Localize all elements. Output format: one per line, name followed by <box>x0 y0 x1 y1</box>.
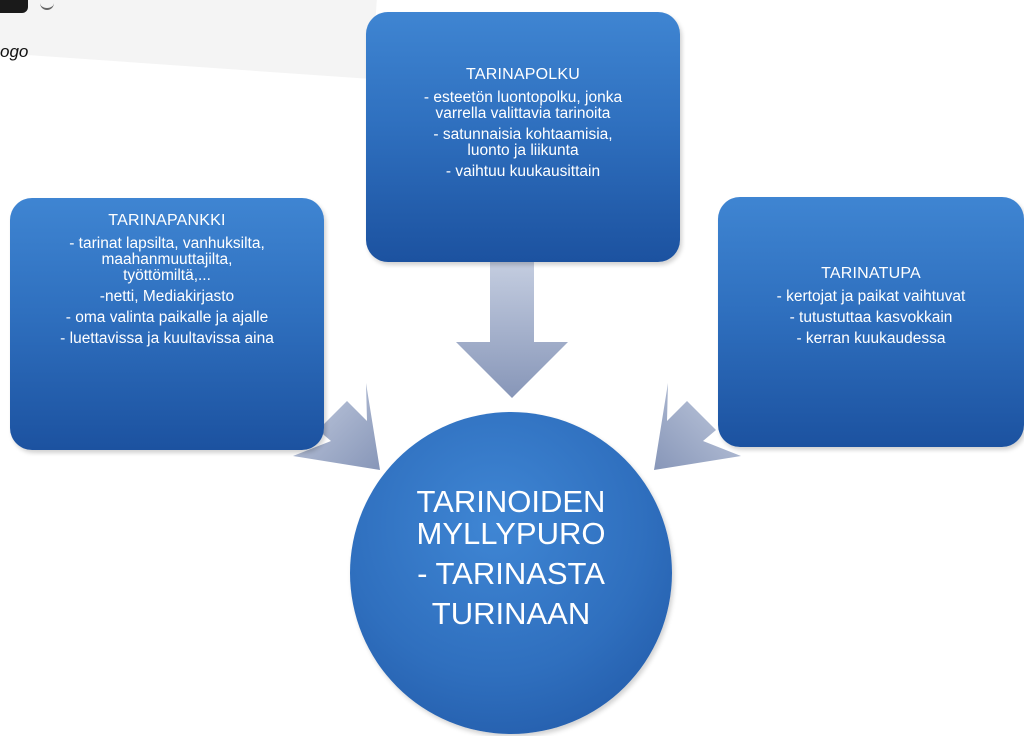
box-tarinapankki-line: työttömiltä,... <box>123 267 211 284</box>
box-tarinapankki-title: TARINAPANKKI <box>108 212 226 229</box>
center-circle-text: TARINOIDEN MYLLYPURO - TARINASTA TURINAA… <box>350 486 672 630</box>
arrow-right-to-center <box>654 383 741 470</box>
center-line: - TARINASTA <box>417 556 605 591</box>
center-line: MYLLYPURO <box>416 516 606 551</box>
box-tarinapankki-line: maahanmuuttajilta, <box>101 251 233 268</box>
center-line: TARINOIDEN <box>416 484 606 519</box>
box-tarinapolku: TARINAPOLKU - esteetön luontopolku, jonk… <box>366 12 680 262</box>
box-tarinapolku-line: luonto ja liikunta <box>467 142 579 159</box>
center-line: TURINAAN <box>431 596 591 631</box>
box-tarinapankki: TARINAPANKKI - tarinat lapsilta, vanhuks… <box>10 198 324 450</box>
box-tarinapankki-line: -netti, Mediakirjasto <box>99 288 235 305</box>
logo-caption: ogo <box>0 42 29 61</box>
box-tarinatupa-title: TARINATUPA <box>821 265 921 282</box>
box-tarinapolku-line: - satunnaisia kohtaamisia, <box>433 126 613 143</box>
box-tarinapankki-line: - oma valinta paikalle ja ajalle <box>65 309 269 326</box>
box-tarinapolku-line: varrella valittavia tarinoita <box>435 105 611 122</box>
arrow-top-to-center <box>456 262 568 398</box>
box-tarinapankki-line: - luettavissa ja kuultavissa aina <box>60 330 274 347</box>
box-tarinatupa-line: - tutustuttaa kasvokkain <box>789 309 953 326</box>
box-tarinatupa-line: - kertojat ja paikat vaihtuvat <box>776 288 966 305</box>
box-tarinapolku-line: - esteetön luontopolku, jonka <box>423 89 623 106</box>
arrow-left-to-center <box>293 383 380 470</box>
box-tarinatupa: TARINATUPA - kertojat ja paikat vaihtuva… <box>718 197 1024 447</box>
box-tarinapankki-line: - tarinat lapsilta, vanhuksilta, <box>69 235 265 252</box>
box-tarinapolku-line: - vaihtuu kuukausittain <box>445 163 601 180</box>
box-tarinapolku-title: TARINAPOLKU <box>466 66 580 83</box>
logo-tail <box>40 0 54 10</box>
center-circle: TARINOIDEN MYLLYPURO - TARINASTA TURINAA… <box>350 412 672 734</box>
box-tarinatupa-line: - kerran kuukaudessa <box>796 330 946 347</box>
logo-mark <box>0 0 28 13</box>
